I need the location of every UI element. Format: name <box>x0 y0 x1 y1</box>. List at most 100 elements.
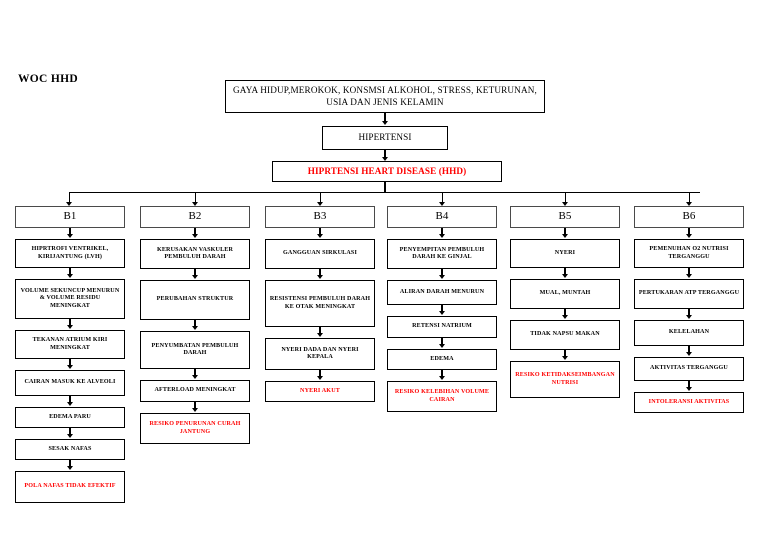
step-box-b1-4: EDEMA PARU <box>15 407 125 428</box>
step-box-b4-0: PENYEMPITAN PEMBULUH DARAH KE GINJAL <box>387 239 497 269</box>
step-box-b2-3: AFTERLOAD MENINGKAT <box>140 380 250 402</box>
arrowhead-bus-to-b5 <box>562 202 569 206</box>
arrowhead-b6-3 <box>685 352 692 356</box>
arrowhead-root-to-hipertensi <box>381 121 388 125</box>
connector-b2-1 <box>194 269 196 276</box>
step-box-b2-2: PENYUMBATAN PEMBULUH DARAH <box>140 331 250 369</box>
connector-b6-2 <box>688 309 690 316</box>
connector-b3-1 <box>319 269 321 276</box>
hipertensi-box: HIPERTENSI <box>322 126 448 150</box>
nursing-diagnosis-b6: INTOLERANSI AKTIVITAS <box>634 392 744 413</box>
arrowhead-bus-to-b4 <box>439 202 446 206</box>
branch-header-b4: B4 <box>387 206 497 228</box>
connector-b1-1 <box>69 268 71 275</box>
connector-hhd-to-bus <box>384 182 386 192</box>
nursing-diagnosis-b2: RESIKO PENURUNAN CURAH JANTUNG <box>140 413 250 444</box>
arrowhead-b1-6 <box>66 466 73 470</box>
arrowhead-b5-2 <box>561 315 568 319</box>
arrowhead-b2-2 <box>191 326 198 330</box>
connector-b5-2 <box>564 309 566 316</box>
arrowhead-b3-2 <box>316 333 323 337</box>
step-box-b4-2: RETENSI NATRIUM <box>387 316 497 338</box>
connector-b1-0 <box>69 228 71 235</box>
step-box-b1-0: HIPRTROFI VENTRIKEL, KIRIJANTUNG (LVH) <box>15 239 125 268</box>
connector-b5-1 <box>564 268 566 275</box>
step-box-b6-1: PERTUKARAN ATP TERGANGGU <box>634 279 744 309</box>
branch-header-b6: B6 <box>634 206 744 228</box>
connector-bus-to-b1 <box>69 192 71 204</box>
arrowhead-b2-3 <box>191 375 198 379</box>
step-box-b2-0: KERUSAKAN VASKULER PEMBULUH DARAH <box>140 239 250 269</box>
branch-bus <box>69 192 700 194</box>
connector-b1-4 <box>69 396 71 403</box>
step-box-b3-0: GANGGUAN SIRKULASI <box>265 239 375 269</box>
step-box-b1-1: VOLUME SEKUNCUP MENURUN & VOLUME RESIDU … <box>15 279 125 319</box>
connector-b6-4 <box>688 381 690 388</box>
arrowhead-bus-to-b2 <box>192 202 199 206</box>
hhd-box: HIPRTENSI HEART DISEASE (HHD) <box>272 161 502 182</box>
step-box-b3-1: RESISTENSI PEMBULUH DARAH KE OTAK MENING… <box>265 280 375 327</box>
connector-b1-5 <box>69 428 71 435</box>
step-box-b1-5: SESAK NAFAS <box>15 439 125 460</box>
step-box-b3-2: NYERI DADA DAN NYERI KEPALA <box>265 338 375 370</box>
arrowhead-b1-0 <box>66 234 73 238</box>
arrowhead-bus-to-b3 <box>317 202 324 206</box>
step-box-b5-1: MUAL, MUNTAH <box>510 279 620 309</box>
risk-factors-box: GAYA HIDUP,MEROKOK, KONSMSI ALKOHOL, STR… <box>225 80 545 113</box>
connector-b3-2 <box>319 327 321 334</box>
arrowhead-b6-0 <box>685 234 692 238</box>
arrowhead-b2-1 <box>191 275 198 279</box>
arrowhead-b4-2 <box>438 311 445 315</box>
connector-bus-to-b2 <box>195 192 197 204</box>
arrowhead-b2-0 <box>191 234 198 238</box>
step-box-b5-2: TIDAK NAPSU MAKAN <box>510 320 620 350</box>
connector-b1-6 <box>69 460 71 467</box>
connector-bus-to-b3 <box>320 192 322 204</box>
branch-header-b2: B2 <box>140 206 250 228</box>
step-box-b1-2: TEKANAN ATRIUM KIRI MENINGKAT <box>15 330 125 359</box>
connector-b6-1 <box>688 268 690 275</box>
arrowhead-b6-2 <box>685 315 692 319</box>
connector-b5-3 <box>564 350 566 357</box>
step-box-b5-0: NYERI <box>510 239 620 268</box>
arrowhead-b2-4 <box>191 408 198 412</box>
connector-b2-2 <box>194 320 196 327</box>
connector-b1-2 <box>69 319 71 326</box>
arrowhead-b4-0 <box>438 234 445 238</box>
connector-b4-3 <box>441 338 443 345</box>
connector-b2-3 <box>194 369 196 376</box>
arrowhead-b5-1 <box>561 274 568 278</box>
nursing-diagnosis-b5: RESIKO KETIDAKSEIMBANGAN NUTRISI <box>510 361 620 398</box>
connector-hipertensi-to-hhd <box>384 150 386 159</box>
arrowhead-b1-2 <box>66 325 73 329</box>
connector-b6-3 <box>688 346 690 353</box>
connector-b5-0 <box>564 228 566 235</box>
branch-header-b5: B5 <box>510 206 620 228</box>
arrowhead-b3-0 <box>316 234 323 238</box>
arrowhead-b3-1 <box>316 275 323 279</box>
arrowhead-b6-1 <box>685 274 692 278</box>
arrowhead-b4-4 <box>438 376 445 380</box>
connector-b3-0 <box>319 228 321 235</box>
arrowhead-b4-1 <box>438 275 445 279</box>
connector-b6-0 <box>688 228 690 235</box>
arrowhead-b1-1 <box>66 274 73 278</box>
connector-bus-to-b5 <box>565 192 567 204</box>
connector-b1-3 <box>69 359 71 366</box>
arrowhead-bus-to-b6 <box>686 202 693 206</box>
step-box-b6-0: PEMENUHAN O2 NUTRISI TERGANGGU <box>634 239 744 268</box>
arrowhead-b5-0 <box>561 234 568 238</box>
arrowhead-b4-3 <box>438 344 445 348</box>
page-title: WOC HHD <box>18 73 78 85</box>
step-box-b2-1: PERUBAHAN STRUKTUR <box>140 280 250 320</box>
step-box-b6-2: KELELAHAN <box>634 320 744 346</box>
connector-bus-to-b6 <box>689 192 691 204</box>
connector-b4-0 <box>441 228 443 235</box>
arrowhead-b1-5 <box>66 434 73 438</box>
arrowhead-b3-3 <box>316 376 323 380</box>
arrowhead-hipertensi-to-hhd <box>381 157 388 161</box>
branch-header-b3: B3 <box>265 206 375 228</box>
arrowhead-b1-4 <box>66 402 73 406</box>
connector-root-to-hipertensi <box>384 113 386 123</box>
